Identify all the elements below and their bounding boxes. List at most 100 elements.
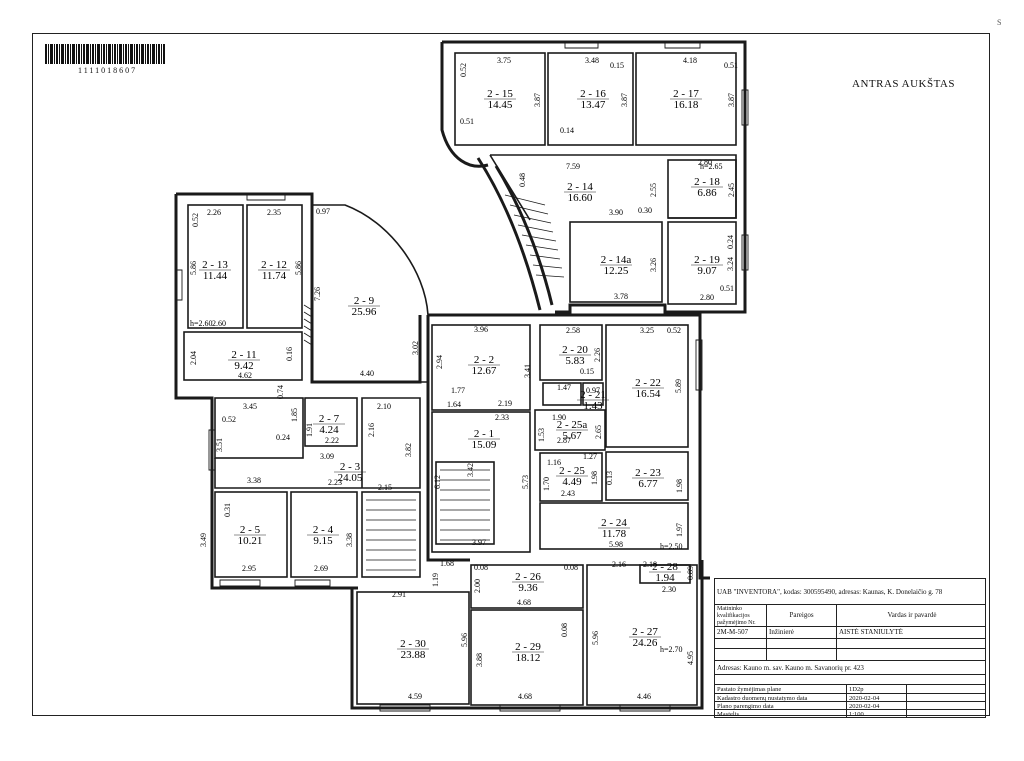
- dimension-label: 0.08: [474, 563, 488, 572]
- dimension-label: 1.98: [675, 479, 684, 493]
- room-area: 5.83: [565, 355, 585, 367]
- dimension-label: 3.87: [727, 93, 736, 107]
- dimension-label: 2.80: [700, 293, 714, 302]
- room-2-1: 2 - 115.09: [468, 428, 500, 451]
- floor-title: ANTRAS AUKŠTAS: [852, 78, 955, 90]
- dimension-label: 1.97: [675, 523, 684, 537]
- tb-header-row: Matininko kvalifikacijos pažymėjimo Nr. …: [715, 605, 985, 627]
- tb-value-1: 2020-02-04: [847, 694, 907, 701]
- room-2-9: 2 - 925.96: [348, 295, 380, 318]
- room-id: 2 - 25: [559, 465, 585, 477]
- tb-address: Adresas: Kauno m. sav. Kauno m. Savanori…: [717, 664, 864, 672]
- tb-position: Inžinierė: [767, 627, 837, 638]
- tb-blank-2: [767, 639, 837, 648]
- room-area: 9.36: [518, 582, 538, 594]
- room-2-19: 2 - 199.07: [691, 254, 723, 277]
- room-area: 9.42: [234, 360, 253, 372]
- room-area: 25.96: [352, 306, 377, 318]
- room-area: 6.77: [638, 478, 658, 490]
- room-2-25: 2 - 254.49: [556, 465, 588, 488]
- dimension-label: 0.51: [720, 284, 734, 293]
- dimension-label: 3.25: [640, 326, 654, 335]
- dimension-label: 3.38: [247, 476, 261, 485]
- dimension-label: 3.96: [474, 325, 488, 334]
- room-2-28: 2 - 281.94: [649, 561, 681, 584]
- dimension-label: 2.30: [662, 585, 676, 594]
- tb-label-0: Pastato žymėjimas plane: [715, 685, 847, 693]
- drawing-sheet-border: [32, 33, 990, 716]
- room-2-4: 2 - 49.15: [307, 524, 339, 547]
- dimension-label: 5.89: [674, 379, 683, 393]
- dimension-label: 1.90: [552, 413, 566, 422]
- tb-blank-3: [715, 649, 767, 660]
- room-2-20: 2 - 205.83: [559, 344, 591, 367]
- dimension-label: 2.04: [189, 351, 198, 365]
- dimension-label: 0.97: [316, 207, 330, 216]
- dimension-label: 1.47: [557, 383, 571, 392]
- dimension-label: 0.52: [191, 213, 200, 227]
- room-area: 13.47: [581, 99, 606, 111]
- dimension-label: 0.30: [638, 206, 652, 215]
- room-id: 2 - 7: [319, 413, 340, 425]
- tb-row-2: Plano parengimo data 2020-02-04: [715, 702, 985, 710]
- tb-blank-1: [715, 639, 767, 648]
- room-area: 14.45: [488, 99, 513, 111]
- dimension-label: 2.45: [727, 183, 736, 197]
- dimension-label: 5.96: [591, 631, 600, 645]
- room-id: 2 - 4: [313, 524, 334, 536]
- dimension-label: 4.46: [637, 692, 651, 701]
- tb-address-row: Adresas: Kauno m. sav. Kauno m. Savanori…: [715, 661, 985, 675]
- dimension-label: 5.73: [521, 475, 530, 489]
- dimension-label: 3.78: [614, 292, 628, 301]
- dimension-label: 3.75: [497, 56, 511, 65]
- room-2-3: 2 - 324.05: [334, 461, 366, 484]
- tb-col3-header: Vardas ir pavardė: [887, 611, 937, 619]
- dimension-label: 2.26: [593, 348, 602, 362]
- room-area: 24.05: [338, 472, 363, 484]
- dimension-label: 2.43: [561, 489, 575, 498]
- dimension-label: 4.62: [238, 371, 252, 380]
- room-area: 15.09: [472, 439, 497, 451]
- tb-label-3: Mastelis: [715, 710, 847, 717]
- tb-label-2: Plano parengimo data: [715, 702, 847, 709]
- dimension-label: 0.52: [459, 63, 468, 77]
- dimension-label: 0.16: [285, 347, 294, 361]
- dimension-label: 3.82: [404, 443, 413, 457]
- dimension-label: 0.08: [560, 623, 569, 637]
- room-id: 2 - 29: [515, 641, 541, 653]
- dimension-label: 3.87: [533, 93, 542, 107]
- dimension-label: 2.58: [566, 326, 580, 335]
- room-area: 1.94: [655, 572, 675, 584]
- room-area: 12.67: [472, 365, 497, 377]
- dimension-label: 3.48: [585, 56, 599, 65]
- dimension-label: 2.26: [207, 208, 221, 217]
- room-id: 2 - 23: [635, 467, 661, 479]
- room-area: 6.86: [697, 187, 717, 199]
- dimension-label: 0.24: [726, 235, 735, 249]
- tb-cert-no: 2M-M-507: [715, 627, 767, 638]
- dimension-label: 0.24: [276, 433, 290, 442]
- dimension-label: 1.85: [290, 408, 299, 422]
- room-area: 18.12: [516, 652, 541, 664]
- title-block: UAB "INVENTORA", kodas: 300595490, adres…: [714, 578, 986, 718]
- room-id: 2 - 14a: [601, 254, 632, 266]
- room-2-26: 2 - 269.36: [512, 571, 544, 594]
- room-area: 11.78: [602, 528, 627, 540]
- dimension-label: 1.64: [447, 400, 461, 409]
- room-id: 2 - 11: [231, 349, 256, 361]
- dimension-label: 1.16: [547, 458, 561, 467]
- room-id: 2 - 14: [567, 181, 593, 193]
- dimension-label: 0.15: [610, 61, 624, 70]
- room-area: 4.49: [562, 476, 582, 488]
- dimension-label: 1.98: [590, 471, 599, 485]
- tb-blank-4: [767, 649, 837, 660]
- tb-company: UAB "INVENTORA", kodas: 300595490, adres…: [717, 588, 943, 596]
